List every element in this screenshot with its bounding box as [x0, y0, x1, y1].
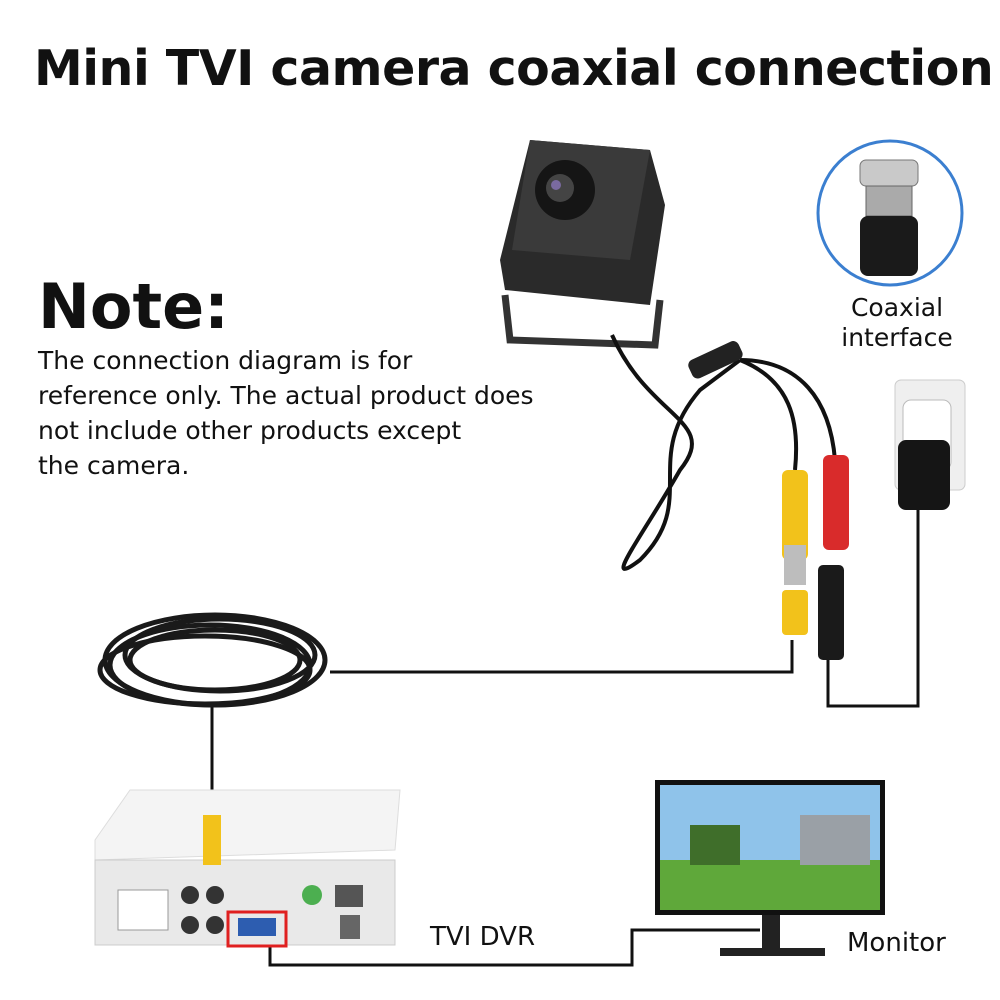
- connection-lines: [210, 510, 920, 967]
- dvr-bnc-connector: [203, 815, 221, 865]
- dc-plug: [818, 565, 844, 660]
- camera-pigtail-cable: [610, 334, 837, 571]
- coaxial-interface-label: Coaxial interface: [822, 293, 972, 353]
- vga-to-monitor-line: [268, 928, 760, 967]
- note-line: reference only. The actual product does: [38, 381, 534, 410]
- coaxial-label-line1: Coaxial: [850, 293, 944, 322]
- vga-port-highlight: [226, 910, 288, 948]
- coaxial-label-line2: interface: [841, 323, 953, 352]
- note-line: the camera.: [38, 451, 190, 480]
- bnc-yellow-connector: [782, 470, 808, 560]
- dvr-image: [94, 789, 401, 948]
- note-line: not include other products except: [38, 416, 462, 445]
- power-adapter-image: [894, 379, 966, 510]
- monitor-image: [655, 780, 885, 956]
- note-heading: Note:: [38, 270, 229, 343]
- note-body: The connection diagram is for reference …: [38, 343, 534, 483]
- dc-red-connector: [823, 455, 849, 550]
- page-title: Mini TVI camera coaxial connection: [34, 40, 994, 97]
- coax-cable-coil: [97, 612, 328, 708]
- coax-line-camera-to-cable: [330, 640, 794, 674]
- note-line: The connection diagram is for: [38, 346, 413, 375]
- monitor-label: Monitor: [847, 928, 946, 958]
- coaxial-connector-image: [816, 139, 964, 287]
- mini-camera-image: [500, 140, 665, 349]
- dvr-label: TVI DVR: [430, 922, 536, 952]
- power-line: [826, 510, 920, 708]
